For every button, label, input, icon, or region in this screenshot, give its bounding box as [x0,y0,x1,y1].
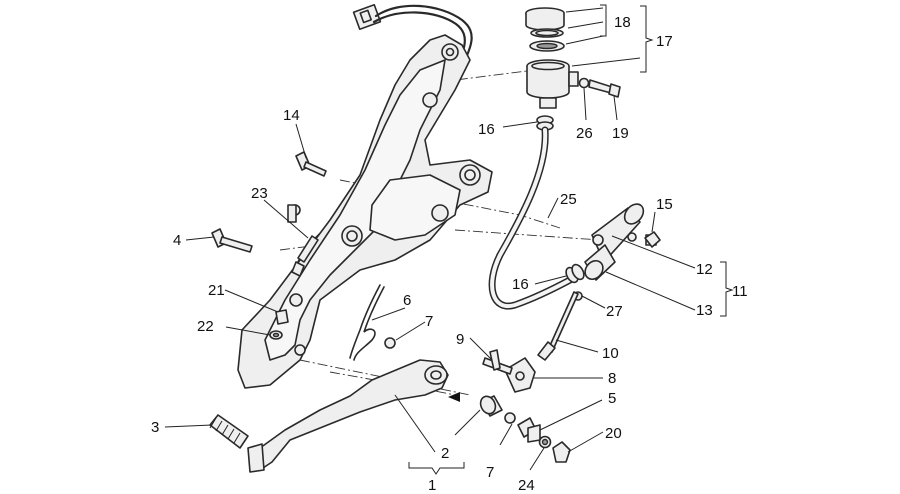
nut-15 [644,231,661,248]
master-cylinder [573,203,657,301]
leader-lines [164,7,696,471]
pedal-rubber [209,414,249,449]
washer-upper [384,337,396,349]
pivot-hardware [479,395,571,463]
callout-2: 2 [441,445,449,462]
return-spring [349,284,385,361]
callout-24: 24 [518,477,535,494]
grouping-brackets [408,4,734,475]
callout-7b: 7 [486,464,494,481]
callout-16a: 16 [478,121,495,138]
footrest-bracket-plate [237,34,493,389]
hose-clamp-lower [565,263,585,284]
callout-21: 21 [208,282,225,299]
callout-18: 18 [614,14,631,31]
callout-11: 11 [732,283,748,300]
callout-25: 25 [560,191,577,208]
bolt-4 [211,228,253,253]
bolt-21 [275,309,289,325]
callout-20: 20 [605,425,622,442]
callout-22: 22 [197,318,214,335]
callout-4: 4 [173,232,181,249]
callout-10: 10 [602,345,619,362]
callout-26: 26 [576,125,593,142]
hose-clamp-upper [536,115,554,131]
direction-arrow [448,392,460,402]
callout-8: 8 [608,370,616,387]
callout-27: 27 [606,303,623,320]
nut-22 [269,330,283,340]
callout-17: 17 [656,33,673,50]
callout-19: 19 [612,125,629,142]
rod-clevis [482,349,536,393]
push-rod [537,291,579,361]
callout-12: 12 [696,261,713,278]
callout-5: 5 [608,390,616,407]
callout-labels: 1 2 3 4 5 6 7 7 8 9 10 11 12 13 14 15 16… [151,14,748,494]
callout-13: 13 [696,302,713,319]
callout-14: 14 [283,107,300,124]
bolt-14 [295,151,327,177]
callout-7a: 7 [425,313,433,330]
sensor-connector [291,235,319,277]
callout-15: 15 [656,196,673,213]
callout-23: 23 [251,185,268,202]
fluid-hose [488,126,574,310]
callout-3: 3 [151,419,159,436]
callout-6: 6 [403,292,411,309]
brake-pedal-lever [247,359,449,473]
fluid-reservoir-assembly [525,7,621,109]
callout-1: 1 [428,477,436,494]
callout-9: 9 [456,331,464,348]
callout-16b: 16 [512,276,529,293]
